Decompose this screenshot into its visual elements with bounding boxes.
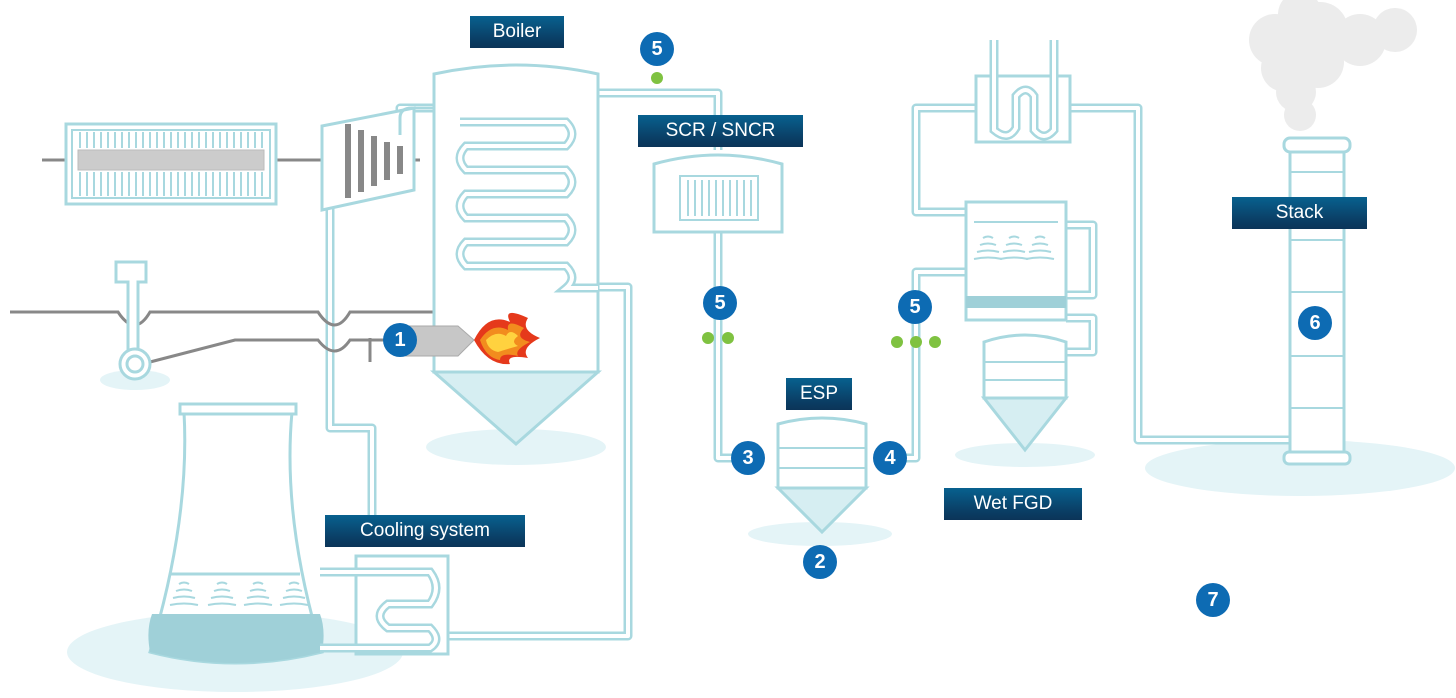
boiler-vessel [398,63,602,446]
marker-ground: 7 [1196,583,1230,617]
smoke-plume-icon [1249,0,1417,131]
wet-fgd-label: Wet FGD [944,488,1082,520]
fgd-absorber [964,200,1068,322]
generator-icon [64,122,278,206]
cooling-tower-icon [148,402,324,665]
stack-shadow [1145,440,1455,496]
turbine-icon [320,106,416,212]
boiler-label: Boiler [470,16,564,48]
cooling-system-label: Cooling system [325,515,525,547]
marker-esp-hopper: 2 [803,545,837,579]
fgd-shadow [955,443,1095,467]
marker-burner: 1 [383,323,417,357]
marker-boiler-outlet: 5 [640,32,674,66]
esp-shadow [748,522,892,546]
condenser [320,554,450,656]
fan-icon [114,260,152,381]
scr-label: SCR / SNCR [638,115,803,147]
emission-dots [651,72,941,348]
scr-reactor [652,153,784,234]
marker-scr-outlet: 5 [703,286,737,320]
stack-chimney [1282,136,1352,466]
coal-conveyor-line [10,310,440,327]
stack-label: Stack [1232,197,1367,229]
boiler-shadow [426,429,606,465]
fgd-tank [980,333,1070,453]
fuel-feed-line [149,338,385,364]
esp-label: ESP [786,378,852,410]
heat-exchanger [974,40,1072,144]
marker-esp-inlet: 3 [731,441,765,475]
marker-stack: 6 [1298,306,1332,340]
marker-esp-outlet: 4 [873,441,907,475]
esp-precipitator [774,416,870,535]
flame-icon [474,312,540,365]
marker-fgd-inlet: 5 [898,290,932,324]
